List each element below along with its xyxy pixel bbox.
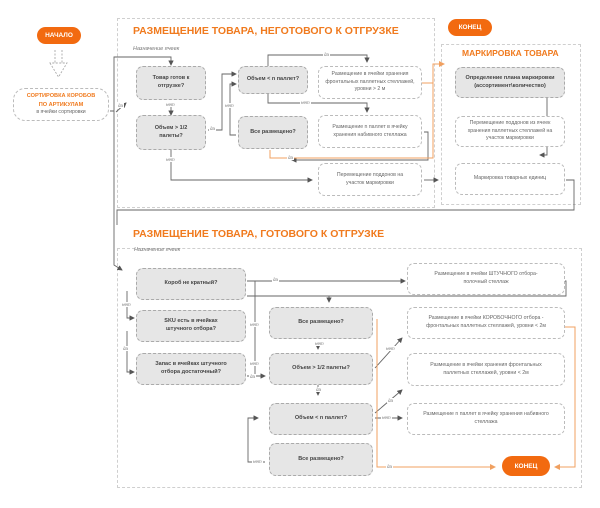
label-yes: да: [287, 155, 294, 160]
decision-all-placed-1[interactable]: Все размещено?: [269, 307, 373, 339]
decision-box-not-multiple[interactable]: Короб не кратный?: [136, 268, 246, 300]
decision-stock-enough[interactable]: Запас в ячейках штучного отбора достаточ…: [136, 353, 246, 385]
section2-title: РАЗМЕЩЕНИЕ ТОВАРА, ГОТОВОГО К ОТГРУЗКЕ: [133, 228, 385, 240]
section1-subtitle: Назначение ячеек: [133, 46, 180, 52]
label-no: нет: [249, 361, 260, 366]
end-node-2[interactable]: КОНЕЦ: [502, 456, 550, 476]
section1-title: РАЗМЕЩЕНИЕ ТОВАРА, НЕГОТОВОГО К ОТГРУЗКЕ: [133, 25, 399, 37]
decision-half-pallet-2[interactable]: Объем > 1/2 палеты?: [269, 353, 373, 385]
sorting-line3: в ячейки сортировки: [36, 108, 86, 115]
section-marking-frame: [441, 44, 581, 205]
label-yes: да: [386, 464, 393, 469]
section-ready-frame: [117, 248, 582, 488]
sorting-line2: ПО АРТИКУЛАМ: [38, 101, 84, 108]
label-no: нет: [121, 302, 132, 307]
label-no: нет: [224, 103, 235, 108]
decision-all-placed-2[interactable]: Все размещено?: [269, 443, 373, 476]
section-not-ready-frame: [117, 18, 435, 208]
sorting-node[interactable]: СОРТИРОВКА КОРОБОВ ПО АРТИКУЛАМ в ячейки…: [13, 88, 109, 121]
start-node[interactable]: НАЧАЛО: [37, 27, 81, 44]
action-move-to-marking[interactable]: Перемещение поддонов на участок маркиров…: [318, 163, 422, 196]
decision-sku-in-piece[interactable]: SKU есть в ячейках штучного отбора?: [136, 310, 246, 342]
action-frontal-low[interactable]: Размещение в ячейки хранения фронтальных…: [407, 353, 565, 386]
marking-plan[interactable]: Определение плана маркировки (ассортимен…: [455, 67, 565, 98]
marking-label-units[interactable]: Маркировка товарных единиц: [455, 163, 565, 195]
action-box-pick[interactable]: Размещение в ячейки КОРОБОЧНОГО отбора -…: [407, 307, 565, 339]
label-yes: да: [122, 346, 129, 351]
end-node-1[interactable]: КОНЕЦ: [448, 19, 492, 36]
label-no: нет: [385, 346, 396, 351]
label-yes: да: [209, 126, 216, 131]
action-drive-in-2[interactable]: Размещение n паллет в ячейку хранения на…: [407, 403, 565, 435]
label-no: нет: [252, 459, 263, 464]
label-no: нет: [165, 102, 176, 107]
label-yes: да: [315, 387, 322, 392]
marking-move[interactable]: Перемещение поддонов из ячеек хранения п…: [455, 116, 565, 147]
label-no: нет: [381, 415, 392, 420]
action-drive-in[interactable]: Размещение n паллет в ячейку хранения на…: [318, 115, 422, 148]
start-arrow: [49, 50, 68, 78]
end-label-2: КОНЕЦ: [514, 462, 538, 470]
action-frontal-high[interactable]: Размещение в ячейки хранения фронтальных…: [318, 66, 422, 99]
label-no: нет: [314, 341, 325, 346]
label-no: нет: [165, 157, 176, 162]
decision-lt-n-pallets[interactable]: Объем < n паллет?: [238, 66, 308, 94]
decision-lt-n-pallets-2[interactable]: Объем < n паллет?: [269, 403, 373, 435]
label-yes: да: [249, 374, 256, 379]
wire-to-end-1: [269, 61, 445, 159]
wire-sort-to-section2: [113, 111, 123, 271]
label-yes: да: [323, 52, 330, 57]
decision-half-pallet[interactable]: Объем > 1/2 палеты?: [136, 115, 206, 150]
label-yes: да: [387, 398, 394, 403]
section2-subtitle: Назначение ячеек: [134, 247, 181, 253]
label-yes: да: [117, 103, 124, 108]
label-no: нет: [249, 322, 260, 327]
sorting-line1: СОРТИРОВКА КОРОБОВ: [26, 93, 96, 100]
label-no: нет: [300, 100, 311, 105]
label-yes: да: [272, 277, 279, 282]
end-label-1: КОНЕЦ: [458, 24, 482, 31]
marking-title: МАРКИРОВКА ТОВАРА: [462, 48, 559, 58]
wire-sort-to-ready: [110, 56, 174, 112]
action-piece-pick[interactable]: Размещение в ячейки ШТУЧНОГО отбора- пол…: [407, 263, 565, 295]
decision-all-placed[interactable]: Все размещено?: [238, 116, 308, 149]
start-label: НАЧАЛО: [45, 32, 73, 39]
decision-ready[interactable]: Товар готов к отгрузке?: [136, 66, 206, 100]
